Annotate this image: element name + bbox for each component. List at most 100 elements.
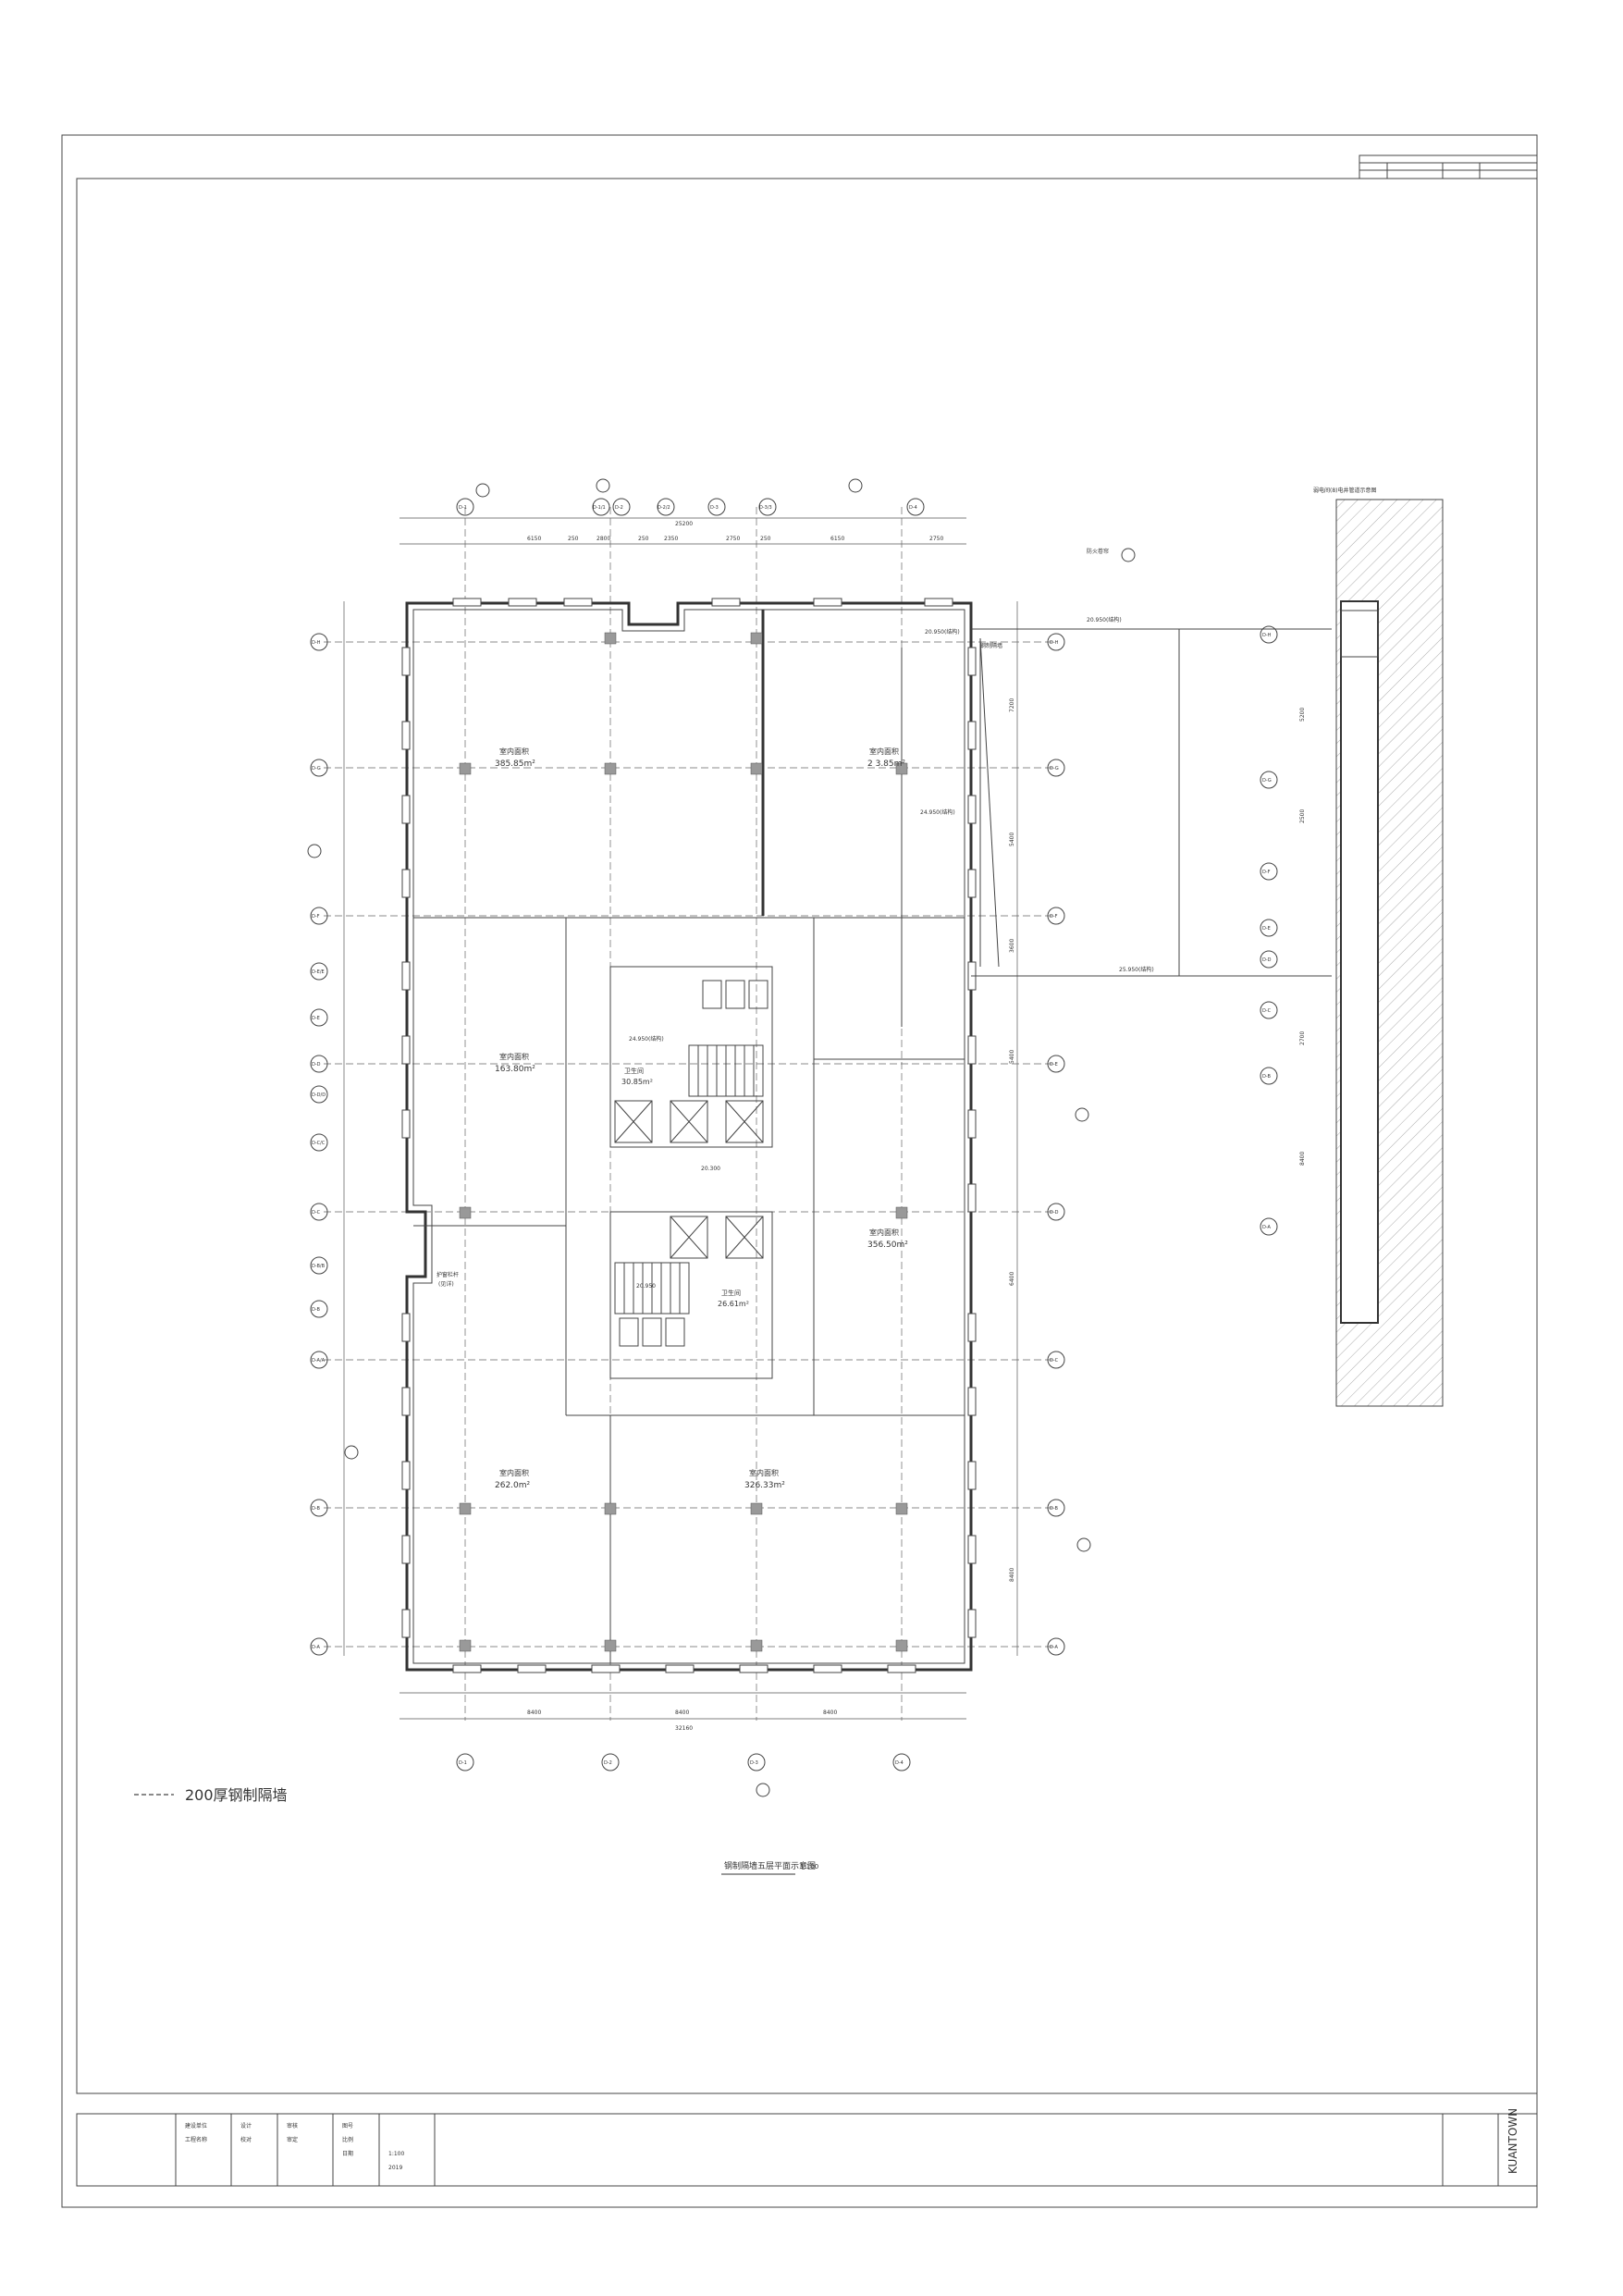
room-area: 163.80m² <box>495 1065 535 1074</box>
svg-text:D-2: D-2 <box>615 505 623 511</box>
elevator-shaft <box>725 1216 764 1259</box>
elevator-shaft <box>725 1100 764 1143</box>
svg-text:护窗栏杆: 护窗栏杆 <box>436 1271 459 1278</box>
svg-text:2500: 2500 <box>1299 809 1306 823</box>
toilet-stall <box>642 1317 662 1347</box>
svg-text:校对: 校对 <box>240 2136 252 2143</box>
connector-bridge: 20.950(结构) 25.950(结构) <box>971 616 1332 977</box>
svg-text:D-1: D-1 <box>459 505 467 511</box>
bottom-dimensions: 8400 8400 8400 32160 <box>527 1710 837 1732</box>
exterior-wall <box>405 601 973 1672</box>
svg-text:D-E: D-E <box>312 1016 320 1021</box>
room-area: 356.50m² <box>867 1241 908 1250</box>
svg-text:D-A: D-A <box>1262 1225 1272 1230</box>
svg-text:D-D: D-D <box>1262 957 1272 963</box>
svg-text:D-3: D-3 <box>710 505 719 511</box>
toilet-stall <box>748 980 768 1009</box>
svg-text:D-2/2: D-2/2 <box>658 505 670 511</box>
legend: 200厚钢制隔墙 <box>134 1786 288 1804</box>
svg-text:日期: 日期 <box>342 2150 353 2157</box>
svg-text:D-E: D-E <box>1050 1062 1058 1068</box>
svg-text:D-B: D-B <box>1050 1506 1058 1512</box>
service-core-south <box>609 1211 773 1379</box>
svg-text:D-E: D-E <box>1262 926 1271 932</box>
annex-right-dimensions: 5200 2500 2700 8400 <box>1299 708 1306 1166</box>
svg-text:D-B/B: D-B/B <box>312 1264 326 1269</box>
notes: 防火卷帘 钢制隔墙 护窗栏杆 (见详) <box>436 548 1109 1288</box>
svg-text:20.300: 20.300 <box>701 1166 720 1172</box>
room-name: 室内面积 <box>869 1228 899 1237</box>
svg-text:20.950(结构): 20.950(结构) <box>925 628 960 636</box>
svg-text:8400: 8400 <box>823 1710 837 1716</box>
svg-text:250: 250 <box>760 536 771 542</box>
vertical-grid-lines <box>464 507 903 1721</box>
left-axis-bubbles: D-H D-G D-F D-E/E D-E D-D D-D/D D-C/C D-… <box>310 633 328 1656</box>
svg-text:D-B: D-B <box>1262 1074 1271 1080</box>
svg-text:5200: 5200 <box>1299 708 1306 722</box>
room-name: 室内面积 <box>499 1468 529 1477</box>
svg-text:20.950(结构): 20.950(结构) <box>1087 616 1122 623</box>
svg-text:D-A: D-A <box>1050 1645 1059 1650</box>
room-name: 卫生间 <box>624 1067 644 1075</box>
svg-text:2800: 2800 <box>596 536 610 542</box>
room-name: 室内面积 <box>869 747 899 756</box>
svg-text:设计: 设计 <box>240 2122 252 2129</box>
svg-text:钢制隔墙: 钢制隔墙 <box>980 642 1002 649</box>
svg-text:24.950(结构): 24.950(结构) <box>920 809 955 816</box>
svg-text:审核: 审核 <box>287 2122 298 2129</box>
svg-text:D-3: D-3 <box>750 1760 758 1766</box>
revision-block <box>1359 154 1538 179</box>
svg-text:2750: 2750 <box>929 536 943 542</box>
section-markers <box>307 478 1136 1797</box>
stair <box>688 1044 764 1097</box>
svg-text:D-3/3: D-3/3 <box>759 505 772 511</box>
svg-text:25200: 25200 <box>675 521 693 527</box>
drawing-title: 钢制隔墙五层平面示意图 <box>724 1860 816 1871</box>
svg-text:8400: 8400 <box>675 1710 689 1716</box>
toilet-stall <box>619 1317 639 1347</box>
room-area: 262.0m² <box>495 1481 531 1490</box>
svg-text:8400: 8400 <box>1009 1568 1015 1582</box>
svg-text:D-F: D-F <box>1050 914 1058 920</box>
service-core-north <box>609 966 773 1148</box>
svg-text:D-D: D-D <box>312 1062 321 1068</box>
svg-text:24.950(结构): 24.950(结构) <box>629 1035 664 1043</box>
drawing-scale: 1:100 <box>800 1863 818 1870</box>
toilet-stall <box>702 980 722 1009</box>
svg-text:2750: 2750 <box>726 536 740 542</box>
room-name: 室内面积 <box>499 747 529 756</box>
windows <box>401 598 977 1673</box>
horizontal-grid-lines <box>324 641 1054 1648</box>
svg-text:D-1/1: D-1/1 <box>593 505 606 511</box>
svg-text:D-G: D-G <box>312 766 321 772</box>
svg-text:D-C: D-C <box>312 1210 321 1216</box>
bottom-axis-bubbles: D-1 D-2 D-3 D-4 <box>456 1753 911 1771</box>
svg-text:6150: 6150 <box>830 536 844 542</box>
svg-text:图号: 图号 <box>342 2123 353 2129</box>
svg-text:D-H: D-H <box>1050 640 1059 646</box>
svg-text:审定: 审定 <box>287 2136 298 2143</box>
top-dimensions: 6150 250 2800 250 2350 2750 250 6150 275… <box>527 521 943 542</box>
room-area: 385.85m² <box>495 759 535 769</box>
right-axis-bubbles: D-H D-G D-F D-E D-D D-C D-B D-A <box>1047 633 1065 1656</box>
svg-text:D-4: D-4 <box>895 1760 904 1766</box>
svg-text:6400: 6400 <box>1009 1272 1015 1286</box>
svg-text:D-C: D-C <box>1262 1008 1272 1014</box>
annex-axis-bubbles: D-H D-G D-F D-E D-D D-C D-B D-A <box>1260 625 1278 1236</box>
svg-text:工程名称: 工程名称 <box>185 2136 207 2143</box>
svg-text:D-D/D: D-D/D <box>312 1092 326 1098</box>
interior-partitions <box>413 610 965 1663</box>
svg-text:3600: 3600 <box>1009 939 1015 953</box>
svg-text:D-G: D-G <box>1050 766 1059 772</box>
svg-text:D-A: D-A <box>312 1645 321 1650</box>
exterior-wall-inner <box>412 609 965 1664</box>
svg-text:5400: 5400 <box>1009 833 1015 846</box>
svg-text:D-E/E: D-E/E <box>312 969 325 975</box>
svg-text:D-4: D-4 <box>909 505 917 511</box>
elevation-marks: 20.950(结构) 24.950(结构) 24.950(结构) 20.300 … <box>629 628 960 1290</box>
svg-text:D-D: D-D <box>1050 1210 1059 1216</box>
room-name: 室内面积 <box>499 1052 529 1061</box>
svg-text:防火卷帘: 防火卷帘 <box>1087 548 1109 555</box>
outer-border <box>61 134 1538 2208</box>
